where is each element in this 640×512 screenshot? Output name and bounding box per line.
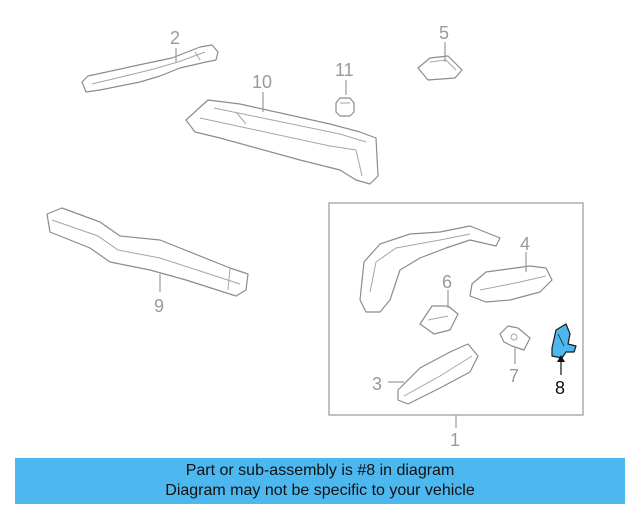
part-3	[397, 343, 479, 405]
callout-7: 7	[509, 366, 519, 386]
arrowhead-8	[557, 355, 565, 362]
parts-diagram: 2 5 11 10 9 1 4	[46, 23, 584, 450]
part-4	[469, 265, 553, 303]
banner-line-2: Diagram may not be specific to your vehi…	[165, 482, 475, 499]
part-6	[419, 305, 459, 335]
part-2	[81, 44, 219, 93]
callout-9: 9	[154, 296, 164, 316]
callout-3: 3	[372, 374, 382, 394]
part-arch	[359, 225, 501, 313]
callout-11: 11	[335, 60, 354, 80]
part-10	[185, 99, 379, 185]
callout-8: 8	[555, 378, 565, 398]
callout-10: 10	[252, 72, 272, 92]
callout-4: 4	[520, 234, 530, 254]
part-11	[335, 97, 355, 117]
part-9	[46, 207, 249, 297]
callout-6: 6	[442, 272, 452, 292]
callout-1: 1	[450, 430, 460, 450]
banner-line-1: Part or sub-assembly is #8 in diagram	[185, 462, 455, 479]
info-banner: Part or sub-assembly is #8 in diagram Di…	[15, 458, 625, 504]
part-8-highlighted	[551, 323, 577, 359]
part-7	[499, 325, 531, 351]
part-5	[417, 55, 463, 81]
callout-5: 5	[439, 23, 449, 43]
callout-2: 2	[170, 28, 180, 48]
